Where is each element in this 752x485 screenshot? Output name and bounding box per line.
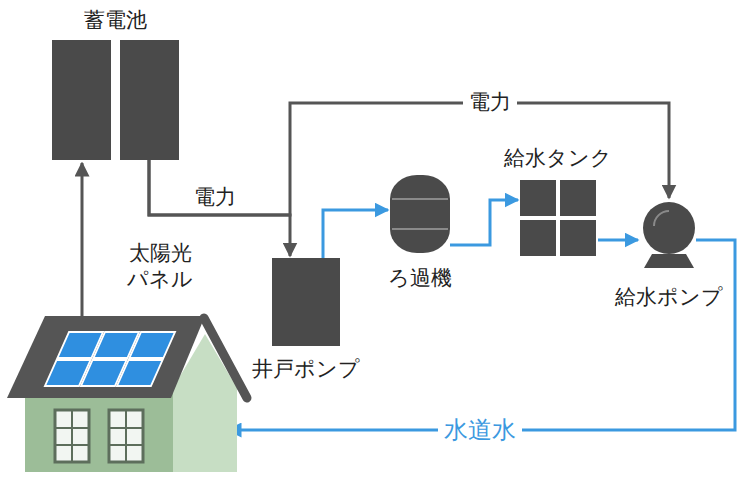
well-pump: 井戸ポンプ bbox=[272, 258, 340, 346]
filter: ろ過機 bbox=[390, 175, 450, 253]
node-label: 井戸ポンプ bbox=[252, 356, 360, 382]
node-label: 太陽光パネル bbox=[125, 240, 195, 293]
power-line bbox=[149, 103, 669, 215]
battery: 蓄電池 bbox=[52, 40, 179, 160]
water-pipe bbox=[323, 210, 388, 258]
filter-shape bbox=[390, 175, 450, 253]
water-pipe bbox=[450, 200, 518, 245]
edge-label: 水道水 bbox=[438, 416, 522, 445]
house-solar-panel-shape bbox=[5, 312, 250, 472]
edge-label: 電力 bbox=[188, 185, 242, 210]
water-pipe bbox=[598, 239, 638, 242]
supply-pump-shape bbox=[640, 200, 698, 270]
power-line bbox=[81, 163, 84, 318]
battery-shape bbox=[52, 40, 179, 160]
water-tank-shape bbox=[520, 180, 596, 256]
node-label: ろ過機 bbox=[388, 265, 452, 291]
node-label: 蓄電池 bbox=[84, 7, 147, 33]
edge-label: 電力 bbox=[463, 90, 517, 115]
water-tank: 給水タンク bbox=[520, 180, 596, 256]
node-label: 給水ポンプ bbox=[615, 284, 723, 310]
well-pump-shape bbox=[272, 258, 340, 346]
water-pipe bbox=[228, 240, 735, 430]
supply-pump: 給水ポンプ bbox=[640, 200, 698, 270]
house-solar-panel: 太陽光パネル bbox=[5, 312, 250, 472]
node-label: 給水タンク bbox=[504, 145, 612, 171]
